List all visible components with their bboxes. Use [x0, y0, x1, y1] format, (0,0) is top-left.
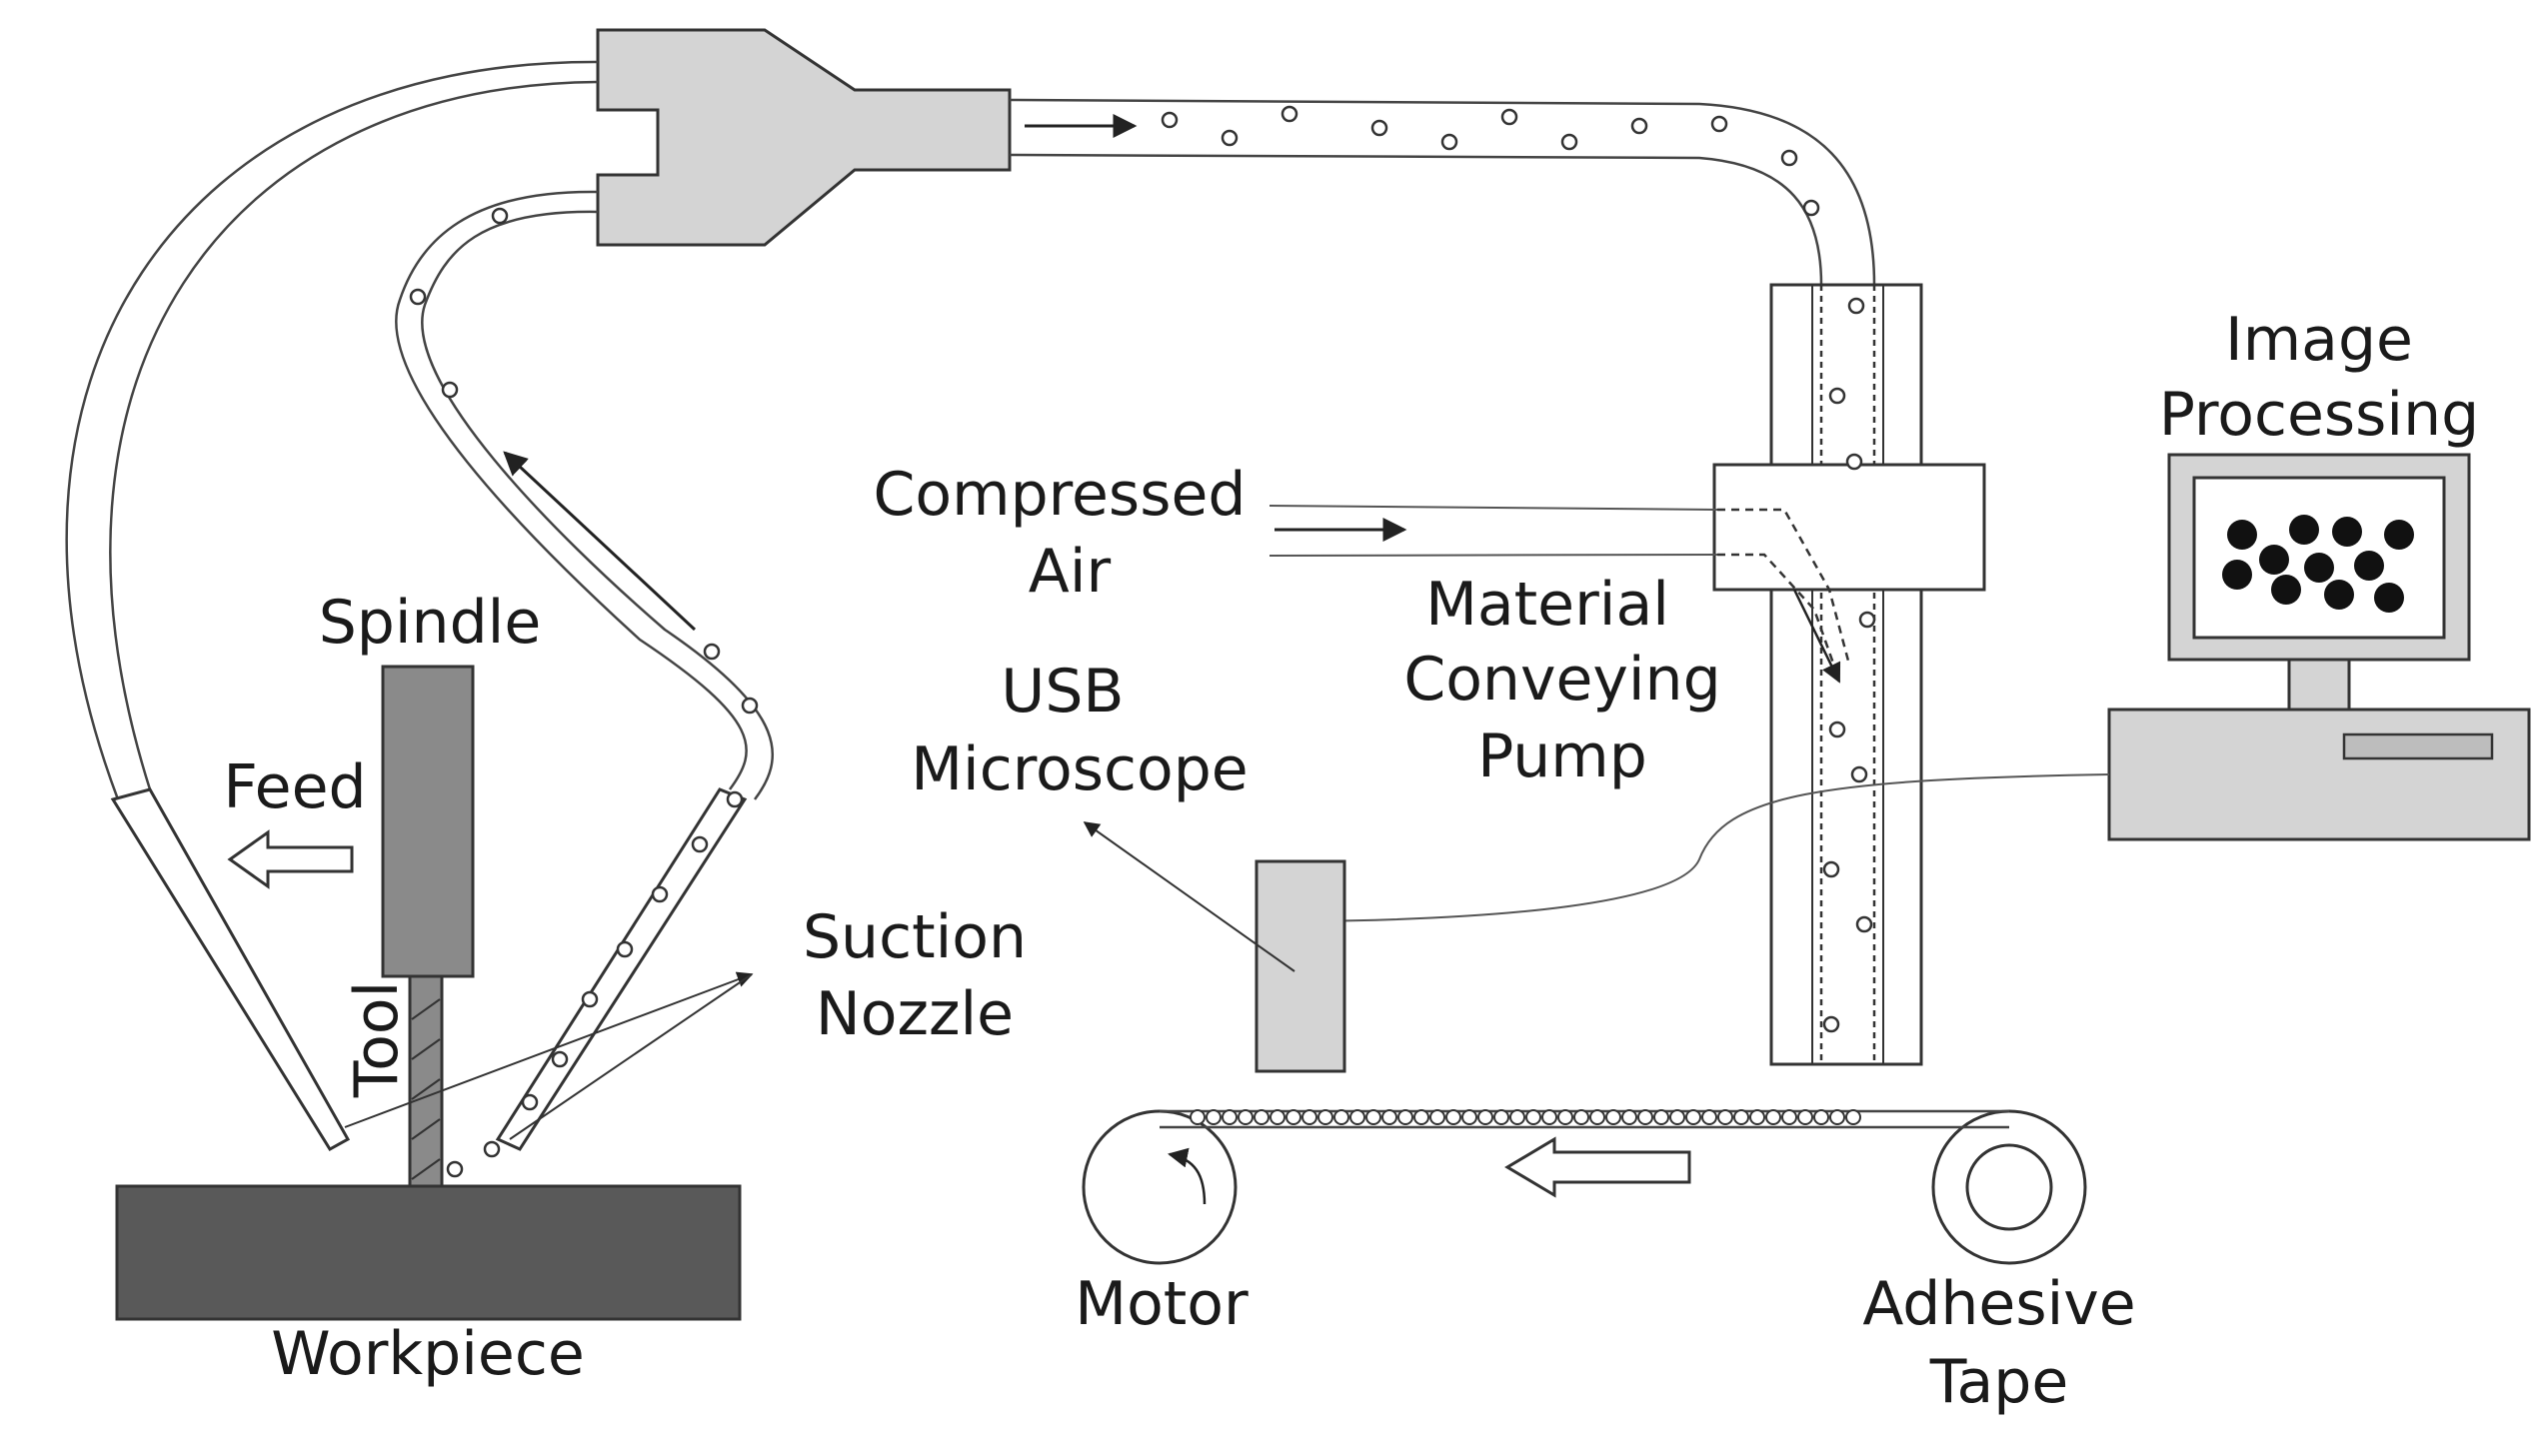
belt-particle — [1813, 1109, 1829, 1125]
belt-particle — [1637, 1109, 1653, 1125]
belt-particle — [1461, 1109, 1477, 1125]
suction-tube — [395, 190, 774, 800]
label-usb-microscope-1: USB — [1001, 657, 1124, 727]
left-nozzle — [110, 787, 351, 1152]
suction-pointer-2 — [509, 973, 753, 1140]
pump-flow-arrow — [1792, 589, 1841, 684]
belt-particle — [1717, 1109, 1733, 1125]
pump-housing — [1712, 463, 1986, 592]
label-tool: Tool — [342, 981, 412, 1099]
belt-particle — [1797, 1109, 1813, 1125]
belt-particle — [1525, 1109, 1541, 1125]
pump-channel — [1717, 508, 1851, 666]
label-usb-microscope-2: Microscope — [911, 734, 1248, 804]
tool-flutes — [411, 998, 441, 1180]
label-image-processing-2: Processing — [2159, 380, 2479, 450]
usb-microscope — [1255, 859, 1346, 1073]
label-motor: Motor — [1075, 1269, 1249, 1339]
monitor-stand — [2287, 658, 2351, 712]
feed-arrow — [227, 829, 354, 889]
belt-particle — [1701, 1109, 1717, 1125]
label-suction-nozzle-2: Nozzle — [816, 979, 1014, 1049]
belt-particles — [1190, 1109, 1861, 1125]
belt-particle — [1573, 1109, 1589, 1125]
belt-direction-arrow — [1504, 1136, 1691, 1198]
belt-particle — [1206, 1109, 1222, 1125]
belt-particle — [1653, 1109, 1669, 1125]
pump-particles — [1822, 297, 1876, 1033]
label-spindle: Spindle — [319, 588, 542, 658]
label-material-pump-2: Conveying — [1403, 645, 1720, 715]
belt-particle — [1445, 1109, 1461, 1125]
belt-particle — [1749, 1109, 1765, 1125]
y-connector — [596, 28, 1012, 247]
pump-column — [1769, 283, 1923, 1066]
belt-particle — [1365, 1109, 1381, 1125]
belt-particle — [1781, 1109, 1797, 1125]
belt-particle — [1222, 1109, 1238, 1125]
tape-reel-inner — [1965, 1143, 2053, 1231]
computer — [2107, 453, 2531, 841]
suction-flow-arrow — [503, 451, 697, 632]
motor — [1082, 1109, 1238, 1265]
belt-particle — [1685, 1109, 1701, 1125]
belt-particle — [1254, 1109, 1270, 1125]
label-material-pump-3: Pump — [1477, 722, 1647, 791]
label-image-processing-1: Image — [2225, 305, 2413, 375]
belt-particle — [1557, 1109, 1573, 1125]
belt-particle — [1413, 1109, 1429, 1125]
label-suction-nozzle-1: Suction — [803, 902, 1027, 972]
belt-particle — [1285, 1109, 1301, 1125]
microscope-pointer — [1083, 821, 1295, 972]
belt-particle — [1429, 1109, 1445, 1125]
belt-particle — [1733, 1109, 1749, 1125]
belt-particle — [1493, 1109, 1509, 1125]
workpiece — [115, 1184, 742, 1321]
motor-rotation-arrow — [1168, 1147, 1207, 1205]
conveying-tube-particles — [1161, 105, 1820, 217]
computer-base — [2107, 708, 2531, 841]
belt-particle — [1397, 1109, 1413, 1125]
belt-particle — [1509, 1109, 1525, 1125]
belt-particle — [1829, 1109, 1845, 1125]
belt-particle — [1605, 1109, 1621, 1125]
label-adhesive-tape-2: Tape — [1929, 1347, 2069, 1417]
belt-particle — [1333, 1109, 1349, 1125]
label-workpiece: Workpiece — [271, 1319, 585, 1389]
belt-particle — [1301, 1109, 1317, 1125]
compressed-air-lines — [1269, 505, 1718, 557]
belt-particle — [1270, 1109, 1285, 1125]
belt-particle — [1669, 1109, 1685, 1125]
belt-particle — [1621, 1109, 1637, 1125]
belt-particle — [1589, 1109, 1605, 1125]
disk-drive-slot — [2342, 732, 2494, 760]
belt-particle — [1349, 1109, 1365, 1125]
particle-image — [2222, 515, 2414, 613]
belt-particle — [1381, 1109, 1397, 1125]
label-adhesive-tape-1: Adhesive — [1862, 1269, 2135, 1339]
belt-particle — [1190, 1109, 1206, 1125]
spindle — [381, 665, 475, 978]
left-outer-tube — [65, 60, 599, 800]
label-material-pump-1: Material — [1425, 570, 1669, 640]
suction-pointer-1 — [344, 971, 754, 1128]
belt-particle — [1845, 1109, 1861, 1125]
belt-particle — [1477, 1109, 1493, 1125]
belt-particle — [1541, 1109, 1557, 1125]
conveying-tube — [1009, 98, 1876, 286]
usb-cable — [1303, 773, 2110, 922]
label-compressed-air-1: Compressed — [874, 460, 1247, 530]
belt-particle — [1765, 1109, 1781, 1125]
belt-particle — [1238, 1109, 1254, 1125]
suction-tube-particles — [409, 207, 759, 1178]
label-feed: Feed — [223, 752, 366, 822]
label-compressed-air-2: Air — [1029, 537, 1112, 607]
belt-particle — [1317, 1109, 1333, 1125]
